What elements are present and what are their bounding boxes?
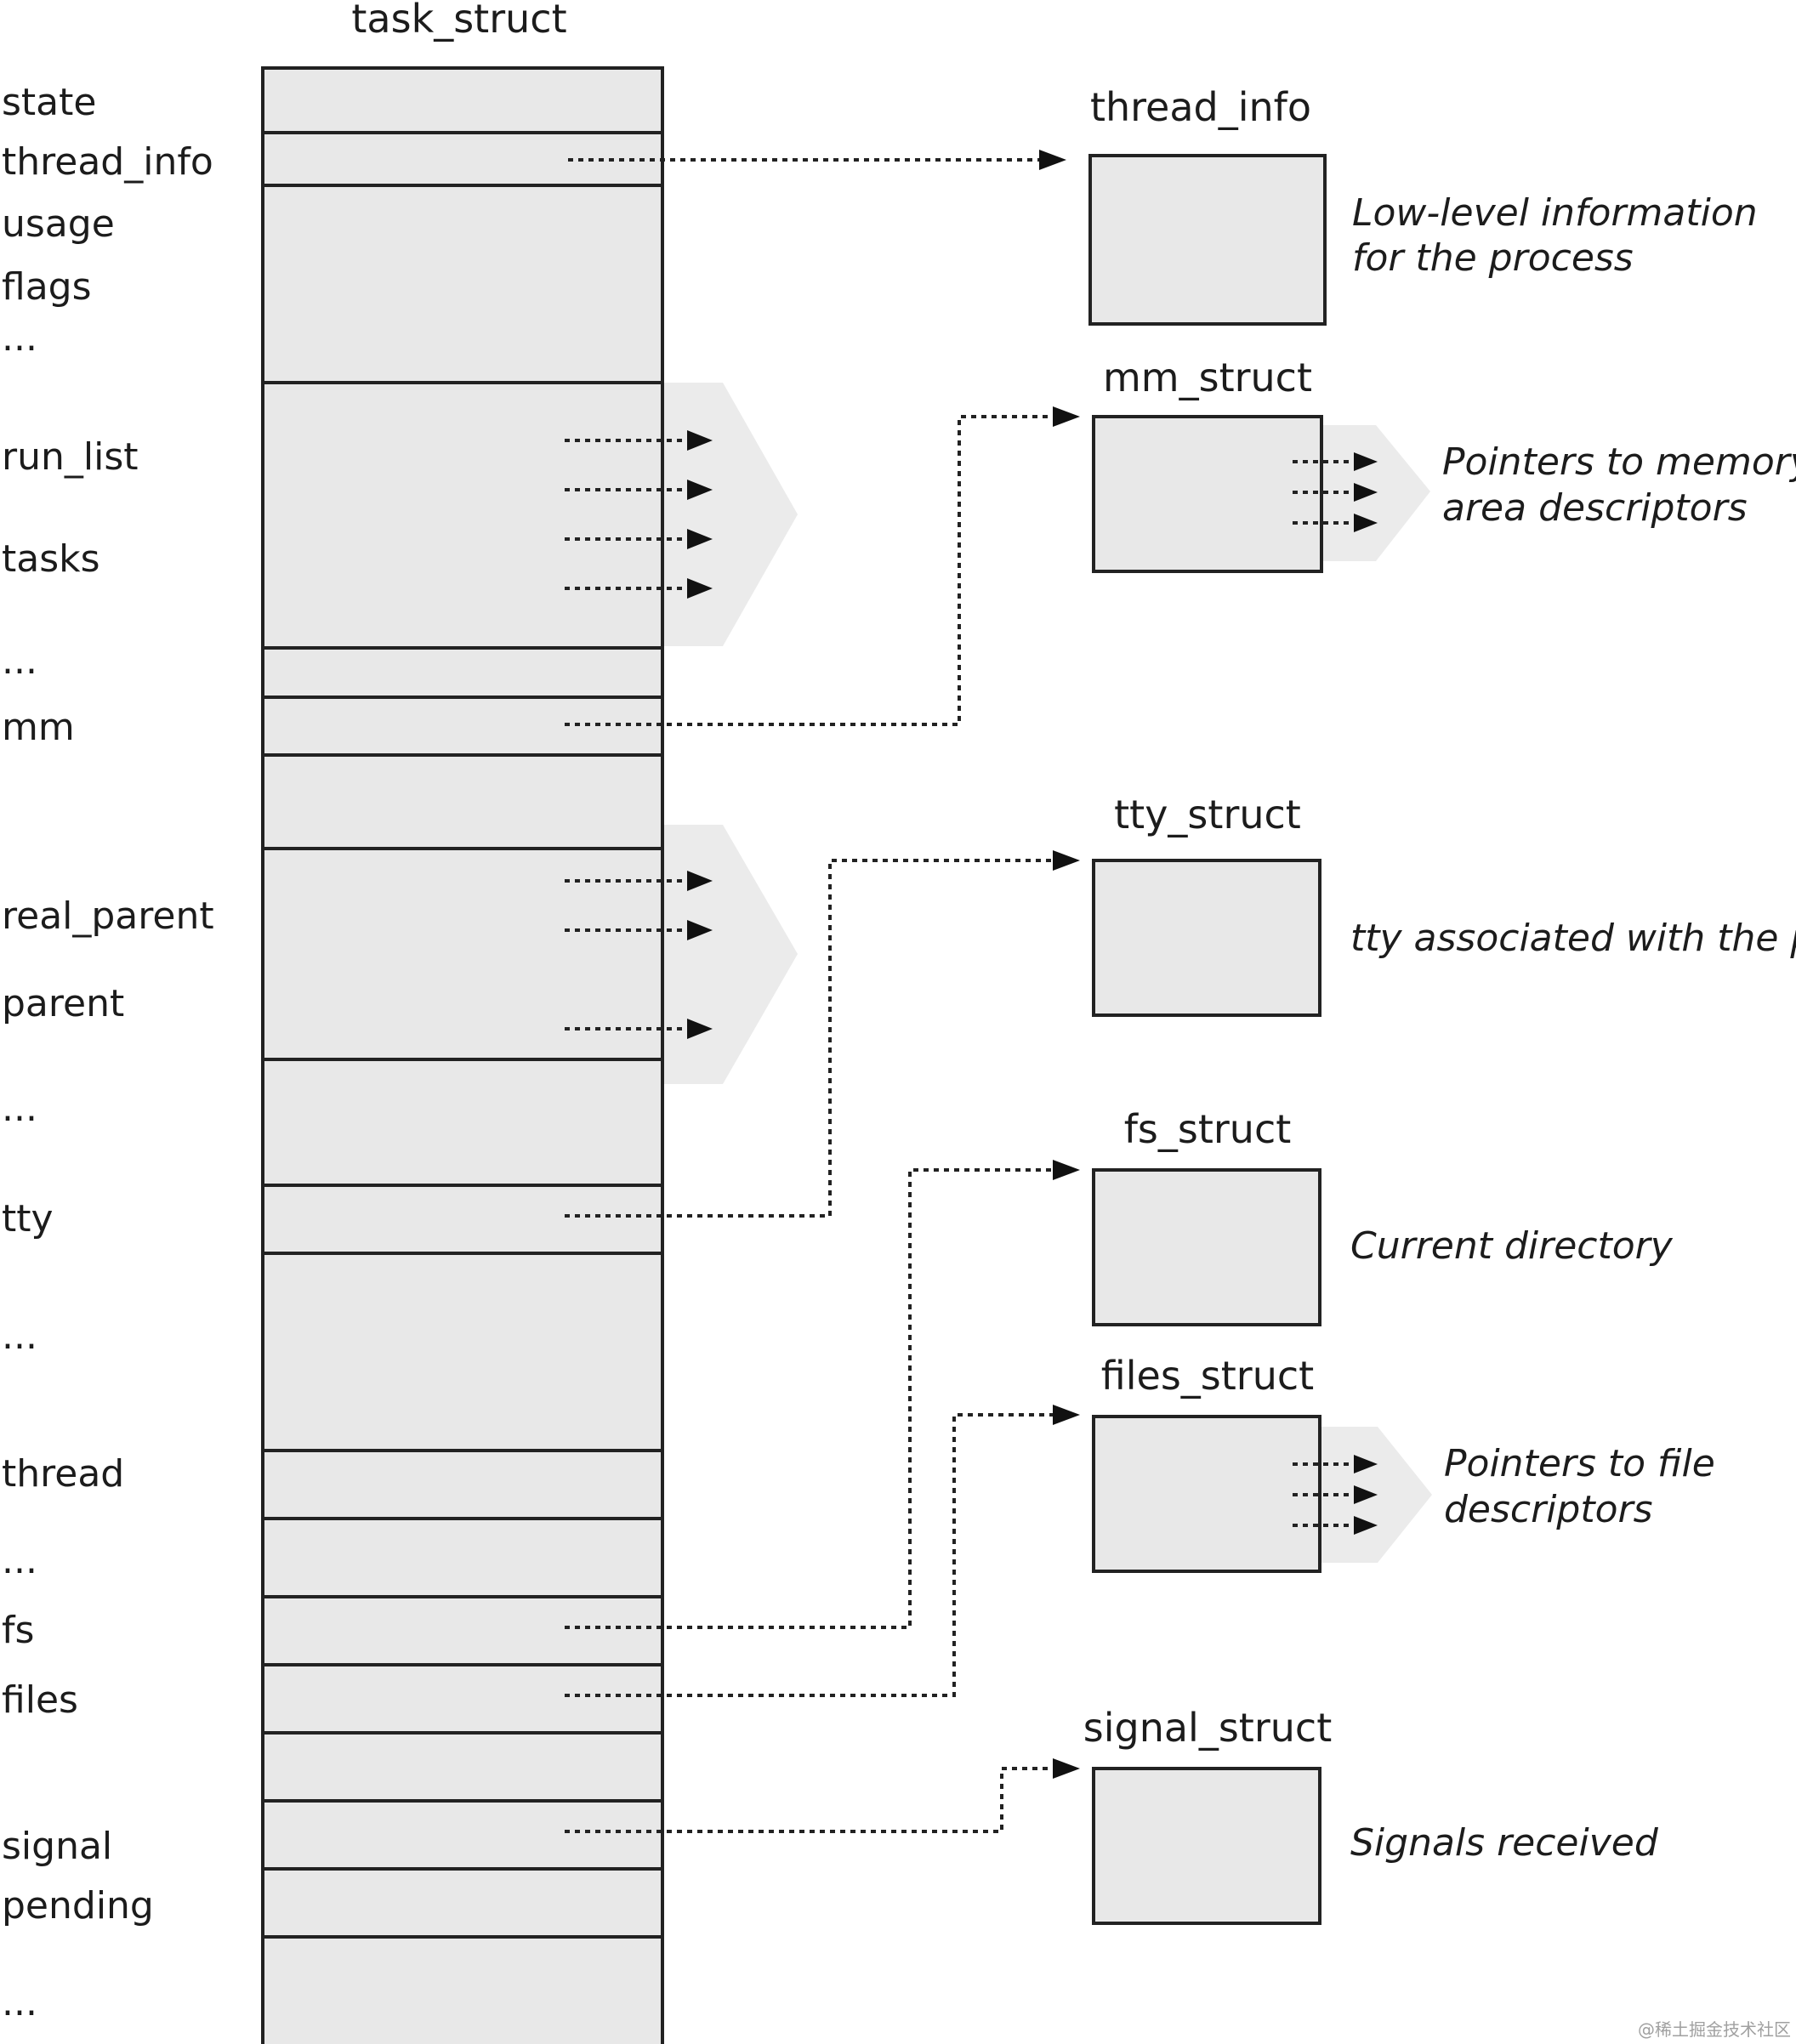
field-usage: usage bbox=[2, 202, 115, 246]
mm-struct-title: mm_struct bbox=[1103, 355, 1312, 400]
signal-pointer bbox=[565, 1758, 1080, 1833]
thread-info-pointer bbox=[568, 150, 1066, 170]
thread-info-desc-2: for the process bbox=[1352, 236, 1634, 280]
field-pending: pending bbox=[2, 1884, 154, 1928]
signal-struct: signal_struct Signals received bbox=[1083, 1705, 1659, 1925]
task-struct-column bbox=[261, 66, 664, 2044]
field-mm: mm bbox=[2, 706, 75, 749]
field-signal: signal bbox=[2, 1825, 112, 1868]
field-flags: flags bbox=[2, 265, 92, 309]
field-files: files bbox=[2, 1678, 78, 1722]
field-ellipsis-4: ... bbox=[2, 1314, 37, 1358]
list-links-big-arrow bbox=[663, 383, 798, 646]
field-fs: fs bbox=[2, 1609, 34, 1652]
signal-struct-title: signal_struct bbox=[1083, 1705, 1332, 1751]
tty-pointer bbox=[565, 850, 1080, 1218]
field-state: state bbox=[2, 81, 96, 124]
thread-info-title: thread_info bbox=[1090, 84, 1311, 130]
thread-info-desc-1: Low-level information bbox=[1352, 191, 1758, 235]
mm-struct-box bbox=[1092, 415, 1323, 573]
files-struct-box bbox=[1092, 1415, 1321, 1573]
tty-struct: tty_struct tty associated with the proce… bbox=[1092, 792, 1796, 1017]
parent-links-big-arrow bbox=[663, 825, 798, 1084]
fs-struct-box bbox=[1092, 1168, 1321, 1326]
mm-struct: mm_struct Pointers to memory area descri… bbox=[1092, 355, 1796, 573]
task-struct-title: task_struct bbox=[351, 0, 566, 42]
field-thread: thread bbox=[2, 1452, 124, 1496]
field-ellipsis-5: ... bbox=[2, 1539, 37, 1582]
files-struct-desc-1: Pointers to file bbox=[1444, 1442, 1715, 1485]
signal-struct-desc: Signals received bbox=[1350, 1821, 1659, 1865]
field-tasks: tasks bbox=[2, 537, 100, 581]
field-labels: state thread_info usage flags ... run_li… bbox=[2, 81, 214, 2024]
fs-struct: fs_struct Current directory bbox=[1092, 1106, 1674, 1326]
field-ellipsis-2: ... bbox=[2, 639, 37, 683]
watermark: @稀土掘金技术社区 bbox=[1638, 2019, 1791, 2040]
field-run-list: run_list bbox=[2, 435, 139, 479]
field-ellipsis-1: ... bbox=[2, 316, 37, 360]
field-real-parent: real_parent bbox=[2, 894, 214, 938]
field-ellipsis-6: ... bbox=[2, 1981, 37, 2024]
fs-struct-desc: Current directory bbox=[1350, 1224, 1674, 1268]
files-pointer bbox=[565, 1405, 1080, 1697]
files-struct-desc-2: descriptors bbox=[1444, 1488, 1653, 1531]
fs-struct-title: fs_struct bbox=[1124, 1106, 1292, 1152]
field-tty: tty bbox=[2, 1197, 54, 1241]
thread-info-struct: thread_info Low-level information for th… bbox=[1088, 84, 1758, 326]
parent-link-arrows bbox=[565, 871, 713, 1039]
signal-struct-box bbox=[1092, 1767, 1321, 1925]
tty-struct-desc: tty associated with the process bbox=[1350, 917, 1796, 960]
list-link-arrows bbox=[565, 430, 713, 599]
field-parent: parent bbox=[2, 982, 124, 1025]
thread-info-box bbox=[1088, 154, 1327, 326]
fs-pointer bbox=[565, 1160, 1080, 1629]
field-thread-info: thread_info bbox=[2, 140, 213, 184]
mm-struct-desc-1: Pointers to memory bbox=[1442, 440, 1796, 484]
field-ellipsis-3: ... bbox=[2, 1087, 37, 1130]
mm-struct-desc-2: area descriptors bbox=[1442, 486, 1748, 530]
tty-struct-box bbox=[1092, 859, 1321, 1017]
files-struct: files_struct Pointers to file descriptor… bbox=[1092, 1353, 1715, 1573]
mm-pointer bbox=[565, 406, 1080, 726]
tty-struct-title: tty_struct bbox=[1114, 792, 1301, 837]
files-struct-title: files_struct bbox=[1101, 1353, 1314, 1399]
